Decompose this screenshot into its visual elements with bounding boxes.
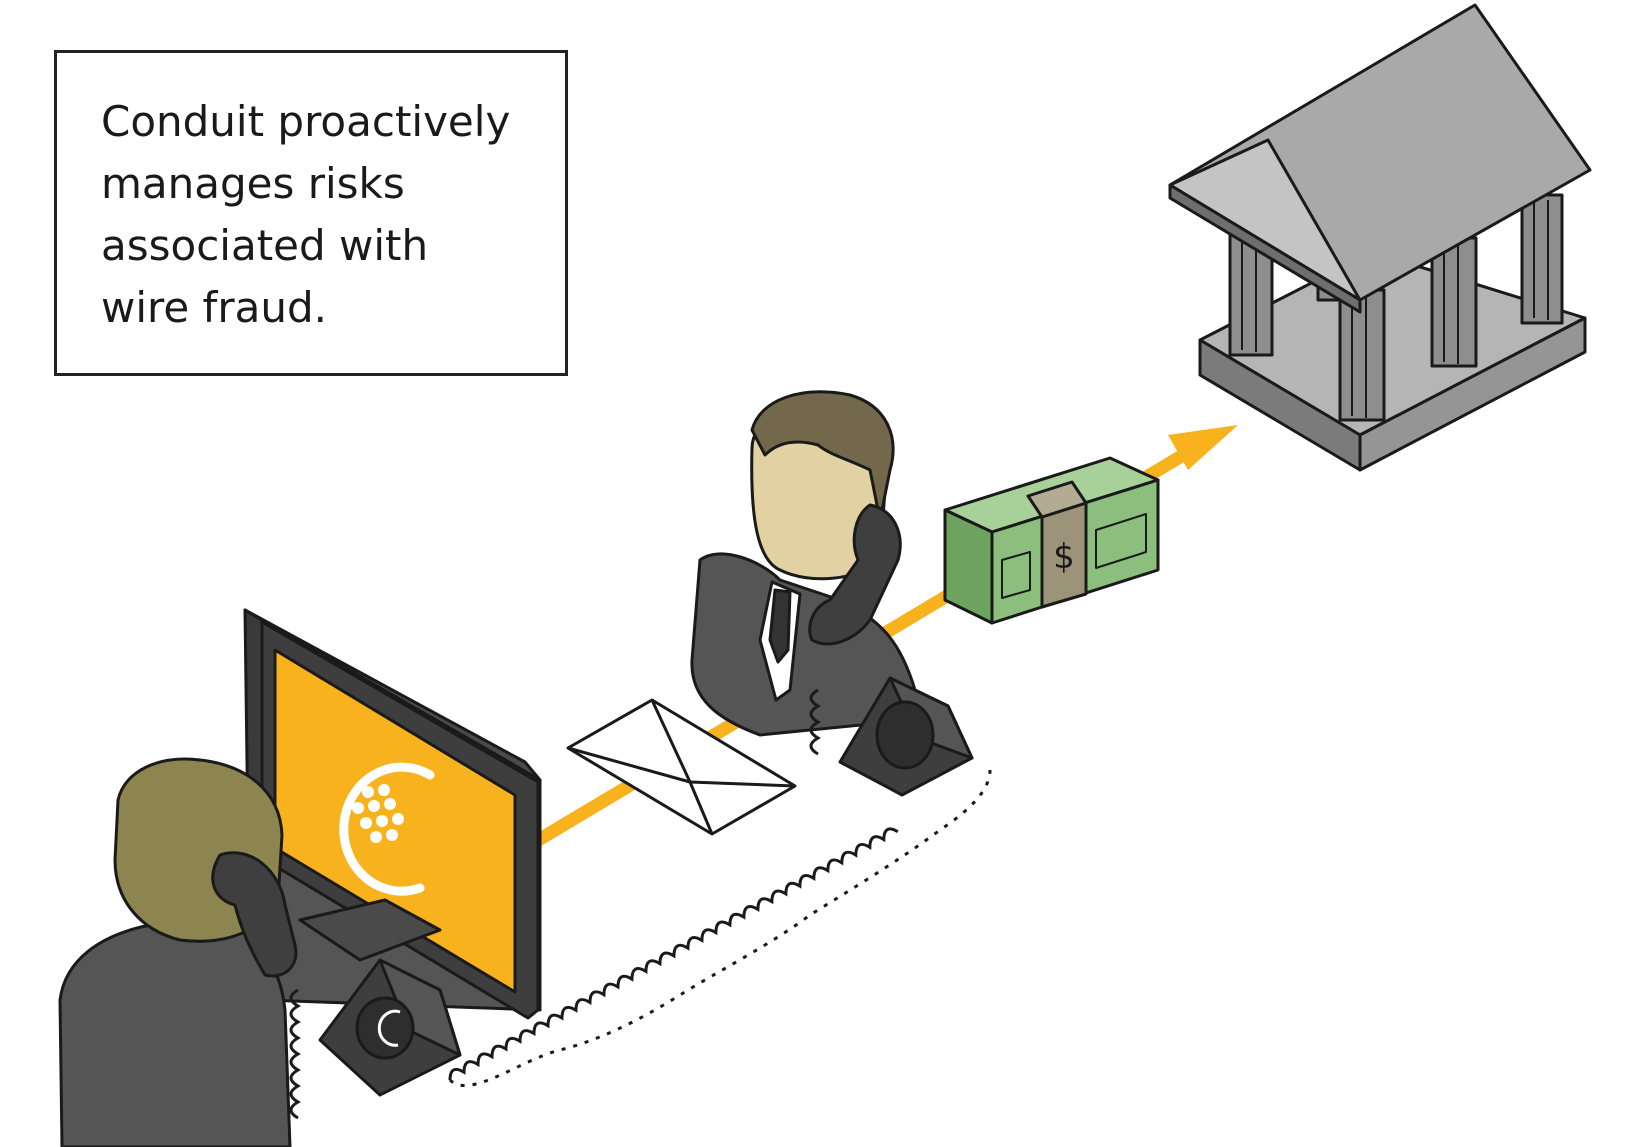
caption-box: Conduit proactively manages risks associ… bbox=[54, 50, 568, 376]
envelope-icon bbox=[566, 698, 797, 836]
caption-text: Conduit proactively manages risks associ… bbox=[101, 97, 511, 332]
phone-cord bbox=[289, 688, 992, 1120]
bank-icon bbox=[1168, 3, 1592, 472]
telephone-icon bbox=[838, 676, 974, 797]
dollar-sign: $ bbox=[1053, 537, 1075, 577]
telephone-icon bbox=[318, 958, 462, 1097]
conduit-logo-icon bbox=[339, 762, 435, 896]
caller-person bbox=[690, 390, 917, 737]
analyst-person bbox=[58, 757, 298, 1147]
cash-stack-icon: $ bbox=[943, 456, 1160, 625]
